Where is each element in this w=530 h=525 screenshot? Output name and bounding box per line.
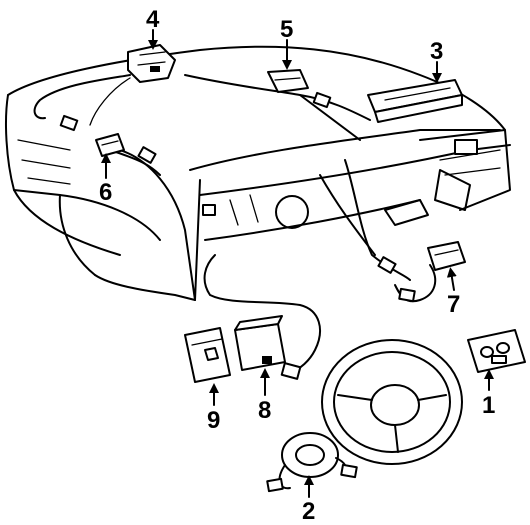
- vehicle-front-body: [5, 45, 511, 301]
- callout-1: 1: [482, 392, 495, 419]
- callout-3: 3: [430, 38, 443, 65]
- part-6-front-sensor: [95, 133, 125, 157]
- part-7-module: [427, 241, 466, 271]
- part-4-sensor-module: [127, 44, 176, 83]
- part-9-control-module: [184, 327, 231, 383]
- callout-6: 6: [99, 179, 112, 206]
- part-3-passenger-airbag: [367, 79, 463, 123]
- callout-5: 5: [280, 16, 293, 43]
- callout-9: 9: [207, 407, 220, 434]
- callout-arrows: [101, 29, 494, 498]
- part-1-switch-module: [467, 329, 526, 373]
- part-2-clockspring: [266, 432, 358, 493]
- part-8-diagnostic-module: [234, 315, 286, 371]
- part-5-sensor: [267, 69, 309, 93]
- callout-labels: 4 5 3 6 7 9 8 2 1: [99, 6, 495, 525]
- steering-wheel: [321, 339, 463, 465]
- callout-2: 2: [302, 498, 315, 525]
- wiring-harness: [33, 74, 437, 380]
- callout-7: 7: [447, 291, 460, 318]
- callout-8: 8: [258, 397, 271, 424]
- arrow-7: [446, 267, 457, 291]
- callout-4: 4: [146, 6, 160, 33]
